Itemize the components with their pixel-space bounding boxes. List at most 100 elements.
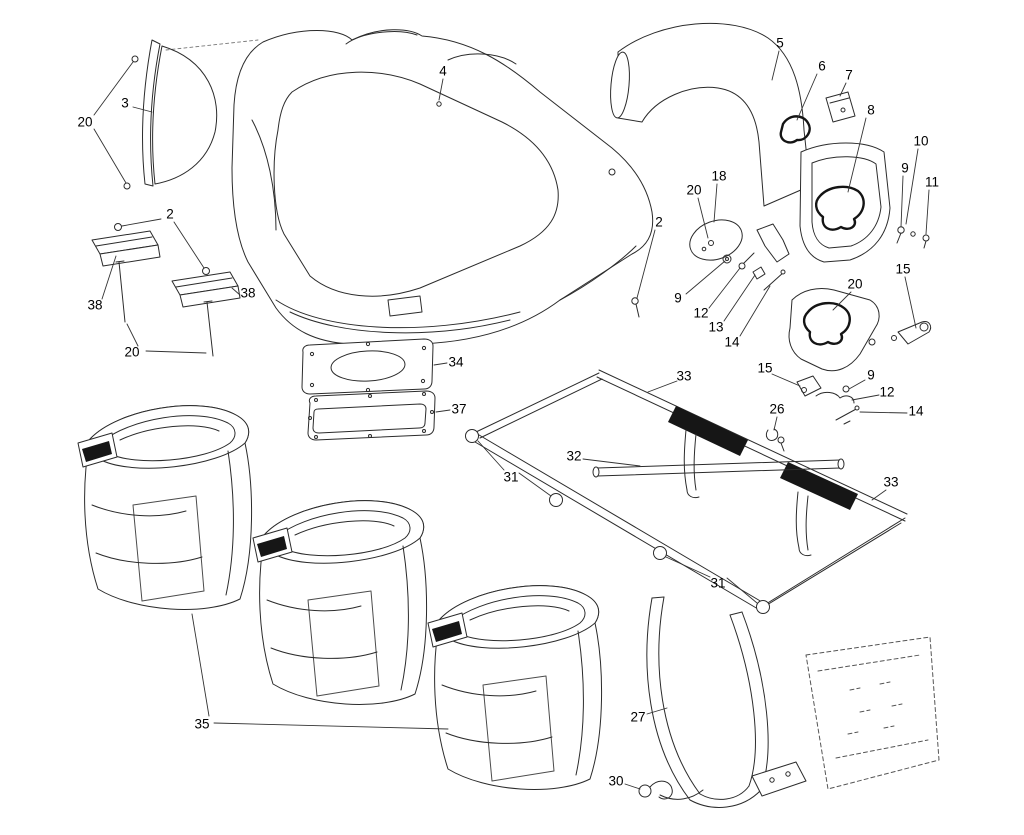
leader-line: [93, 128, 127, 184]
gasket-part20: [802, 301, 851, 346]
seal-part6: [779, 115, 811, 144]
leader-line: [839, 82, 847, 97]
part-number-label: 15: [895, 262, 910, 277]
cover-plate-part8: [799, 142, 891, 263]
end-cap-part31: [465, 429, 479, 443]
callout-layer: 2034567810911182022912131420153838203437…: [77, 36, 939, 790]
part-number-label: 9: [867, 368, 875, 383]
part-number-label: 9: [674, 291, 682, 306]
leader-line: [101, 255, 117, 300]
bag-cover-part4: [231, 29, 654, 345]
lever-part15: [897, 321, 932, 345]
end-cap-part31: [653, 546, 667, 560]
part-number-label: 2: [655, 215, 663, 230]
part-number-label: 8: [867, 103, 875, 118]
part-number-label: 11: [925, 175, 939, 190]
hidden-panel: [805, 636, 940, 790]
crossbar-part32: [596, 459, 841, 469]
leader-line: [145, 350, 207, 354]
disc-part18: [689, 219, 743, 261]
part-number-label: 27: [630, 710, 645, 725]
part-number-label: 7: [845, 68, 853, 83]
leader-line: [771, 50, 780, 81]
part-number-label: 10: [913, 134, 928, 149]
part-number-label: 38: [240, 286, 255, 301]
leader-line: [726, 577, 758, 604]
cable-hook-part30: [638, 780, 704, 800]
part-number-label: 12: [693, 306, 708, 321]
part-number-label: 26: [769, 402, 784, 417]
fasteners-9-10-11: [896, 226, 930, 249]
bracket-parts-38: [91, 223, 241, 357]
part-number-label: 38: [87, 298, 102, 313]
part-number-label: 15: [757, 361, 772, 376]
grass-bin-part35-2: [252, 500, 428, 705]
leader-line: [121, 218, 162, 227]
frame-assembly: [465, 369, 908, 614]
leader-line: [851, 394, 880, 401]
leader-line: [647, 380, 678, 393]
part-number-label: 37: [451, 402, 466, 417]
part-number-label: 4: [439, 64, 447, 79]
leader-line: [665, 556, 711, 578]
part-number-label: 20: [686, 183, 701, 198]
part-number-label: 3: [121, 96, 129, 111]
part-number-label: 2: [166, 207, 174, 222]
part-number-label: 32: [566, 449, 581, 464]
leader-line: [582, 458, 641, 467]
leader-line: [905, 148, 919, 225]
mount-assembly-lower-right: [788, 287, 932, 425]
leader-line: [624, 783, 641, 790]
gasket-part37: [307, 390, 436, 441]
leader-line: [132, 106, 153, 113]
leader-line: [925, 189, 930, 235]
leader-line: [739, 285, 771, 337]
frame-pad: [668, 406, 748, 456]
leader-line: [697, 197, 709, 239]
part-number-label: 13: [708, 320, 723, 335]
part-number-label: 14: [908, 404, 924, 419]
leader-line: [646, 707, 668, 715]
leader-line: [636, 229, 656, 299]
leader-line: [433, 362, 448, 366]
leader-line: [796, 73, 818, 121]
part-number-label: 35: [194, 717, 209, 732]
part-number-label: 18: [711, 169, 726, 184]
cotter-pins-part26: [765, 428, 785, 452]
end-cap-part31: [549, 493, 563, 507]
grass-bin-part35-1: [77, 405, 253, 610]
leader-line: [713, 183, 718, 223]
leader-line: [435, 409, 451, 413]
latch-part7: [825, 91, 856, 123]
leader-line: [904, 276, 917, 329]
part-number-label: 30: [608, 774, 623, 789]
leader-line: [773, 416, 778, 431]
leader-line: [518, 472, 552, 497]
part-number-label: 5: [776, 36, 784, 51]
end-cap-part31: [756, 600, 770, 614]
part-number-label: 6: [818, 59, 826, 74]
leader-line: [708, 267, 741, 309]
leader-line: [900, 175, 904, 228]
part-number-label: 34: [448, 355, 464, 370]
leader-line: [871, 489, 887, 501]
gasket-part8: [815, 185, 865, 231]
part-number-label: 12: [879, 385, 894, 400]
part-number-label: 31: [710, 576, 725, 591]
screen-assembly-part3: [123, 39, 259, 190]
gasket-part34: [301, 338, 434, 395]
leader-line: [191, 613, 210, 717]
part-number-label: 20: [847, 277, 862, 292]
leader-line: [723, 274, 756, 322]
leader-line: [771, 373, 801, 387]
frame-pad: [780, 462, 858, 510]
part-number-label: 9: [901, 161, 909, 176]
leader-line: [126, 323, 139, 347]
leader-line: [859, 411, 908, 414]
leader-line: [231, 287, 241, 296]
leader-line: [477, 440, 505, 471]
part-number-label: 20: [124, 345, 139, 360]
leader-line: [93, 61, 134, 116]
